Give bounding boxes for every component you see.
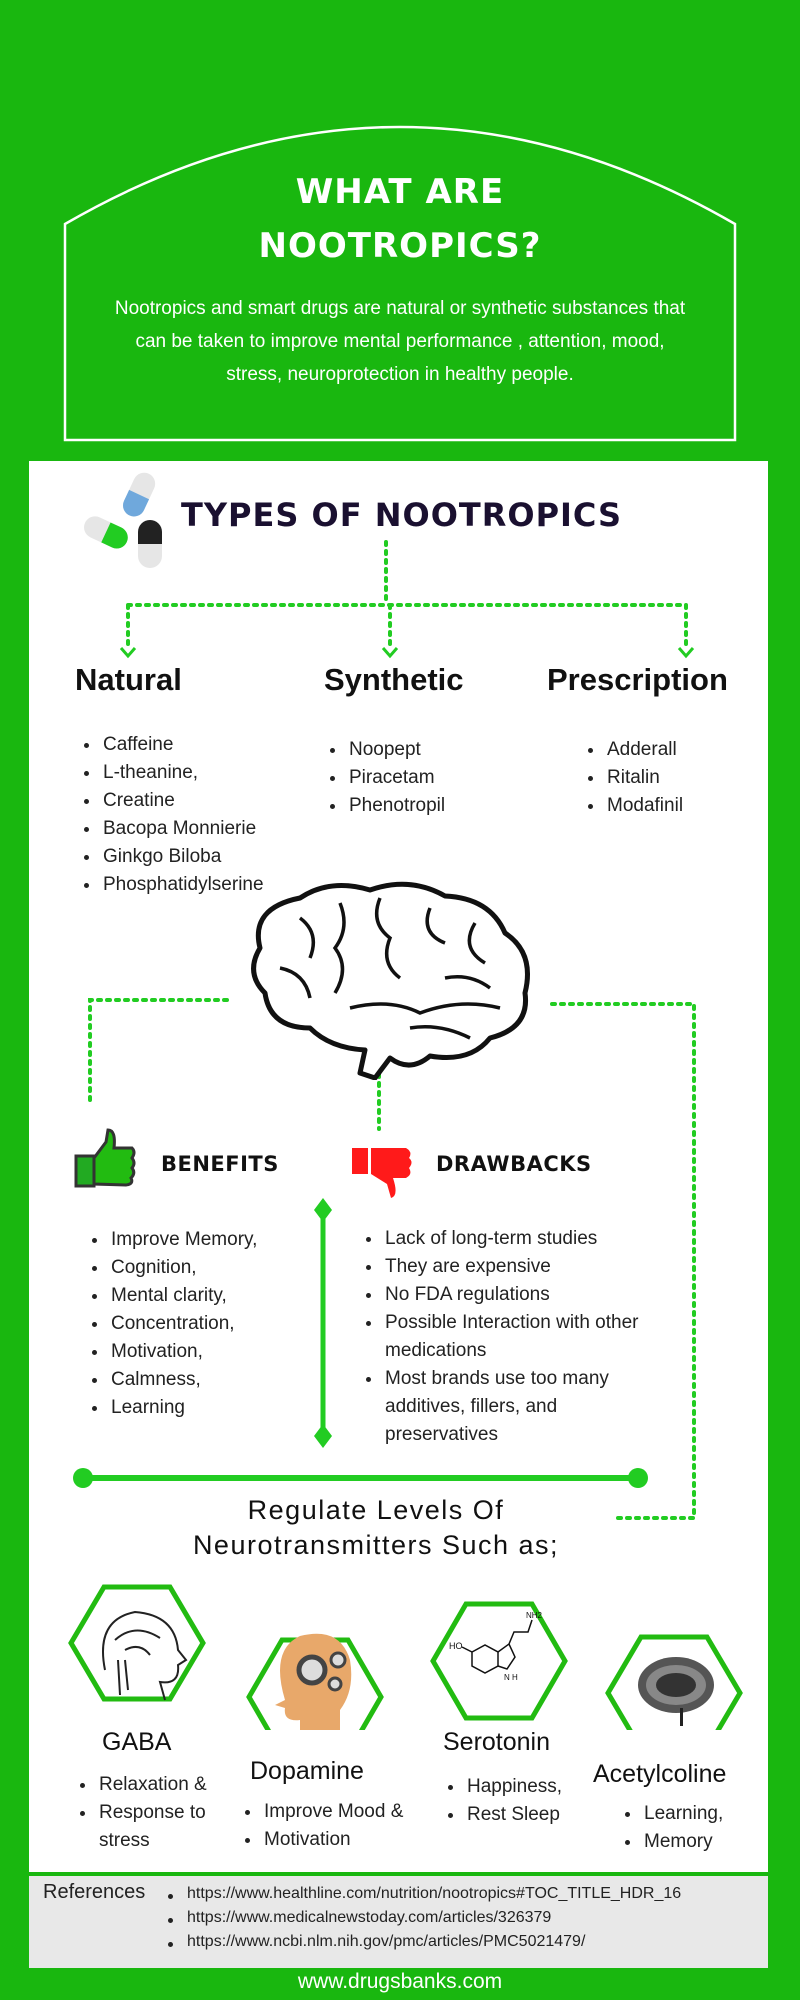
regulate-line1: Regulate Levels Of xyxy=(247,1495,505,1525)
drawbacks-list: Lack of long-term studies They are expen… xyxy=(362,1225,652,1449)
intro-text: Nootropics and smart drugs are natural o… xyxy=(114,298,686,385)
references-list: https://www.healthline.com/nutrition/noo… xyxy=(164,1882,681,1954)
list-item: Phenotropil xyxy=(326,792,445,820)
references-label: References xyxy=(43,1881,146,1903)
page-title-line2: NOOTROPICS? xyxy=(258,226,542,266)
dopamine-list: Improve Mood & Motivation xyxy=(241,1798,403,1854)
regulate-line2: Neurotransmitters Such as; xyxy=(192,1530,560,1560)
types-title: TYPES OF NOOTROPICS xyxy=(181,496,623,534)
dotted-connectors xyxy=(73,540,696,1520)
list-item: Possible Interaction with other medicati… xyxy=(362,1309,652,1365)
gears-head-icon xyxy=(275,1633,352,1730)
mosaic-brain-icon xyxy=(638,1657,714,1726)
reference-link[interactable]: https://www.medicalnewstoday.com/article… xyxy=(164,1906,681,1930)
list-item: Improve Mood & xyxy=(241,1798,403,1826)
pills-icon xyxy=(84,472,162,568)
list-item: L-theanine, xyxy=(80,759,264,787)
natural-list: Caffeine L-theanine, Creatine Bacopa Mon… xyxy=(80,731,264,899)
natural-heading: Natural xyxy=(75,662,182,697)
list-item: Most brands use too many additives, fill… xyxy=(362,1365,652,1449)
brain-icon xyxy=(251,881,530,1080)
ho-label: HO xyxy=(449,1641,463,1651)
serotonin-list: Happiness, Rest Sleep xyxy=(444,1773,562,1829)
list-item: Piracetam xyxy=(326,764,445,792)
benefits-list: Improve Memory, Cognition, Mental clarit… xyxy=(88,1226,257,1422)
head-anatomy-icon xyxy=(102,1610,188,1701)
list-item: Memory xyxy=(621,1828,723,1856)
list-item: Phosphatidylserine xyxy=(80,871,264,899)
list-item: Motivation, xyxy=(88,1338,257,1366)
nh2-label: NH2 xyxy=(526,1611,543,1620)
dopamine-label: Dopamine xyxy=(250,1757,364,1785)
list-item: Caffeine xyxy=(80,731,264,759)
list-item: Mental clarity, xyxy=(88,1282,257,1310)
list-item: Calmness, xyxy=(88,1366,257,1394)
prescription-heading: Prescription xyxy=(547,662,728,697)
prescription-list: Adderall Ritalin Modafinil xyxy=(584,736,683,820)
acetylcoline-label: Acetylcoline xyxy=(593,1760,727,1788)
list-item: Ritalin xyxy=(584,764,683,792)
list-item: They are expensive xyxy=(362,1253,652,1281)
list-item: Cognition, xyxy=(88,1254,257,1282)
list-item: Creatine xyxy=(80,787,264,815)
synthetic-heading: Synthetic xyxy=(324,662,464,697)
acetylcoline-list: Learning, Memory xyxy=(621,1800,723,1856)
synthetic-list: Noopept Piracetam Phenotropil xyxy=(326,736,445,820)
page-title-line1: WHAT ARE xyxy=(295,172,505,212)
references-panel xyxy=(29,1876,768,1968)
neurotransmitter-hexagons: HO NH2 N H xyxy=(68,1584,743,1730)
list-item: Motivation xyxy=(241,1826,403,1854)
list-item: Relaxation & xyxy=(76,1771,226,1799)
list-item: Noopept xyxy=(326,736,445,764)
nh-label: N H xyxy=(504,1673,518,1682)
list-item: Adderall xyxy=(584,736,683,764)
thumbs-up-icon xyxy=(74,1128,136,1188)
list-item: No FDA regulations xyxy=(362,1281,652,1309)
list-item: Modafinil xyxy=(584,792,683,820)
list-item: Happiness, xyxy=(444,1773,562,1801)
serotonin-label: Serotonin xyxy=(443,1728,551,1756)
list-item: Learning xyxy=(88,1394,257,1422)
list-item: Lack of long-term studies xyxy=(362,1225,652,1253)
drawbacks-heading: DRAWBACKS xyxy=(436,1152,592,1176)
thumbs-down-icon xyxy=(352,1148,412,1198)
footer-site-link[interactable]: www.drugsbanks.com xyxy=(297,1970,503,1993)
list-item: Rest Sleep xyxy=(444,1801,562,1829)
benefits-heading: BENEFITS xyxy=(161,1152,279,1176)
serotonin-molecule-icon: HO NH2 N H xyxy=(449,1611,543,1682)
gaba-label: GABA xyxy=(102,1728,172,1756)
list-item: Response to stress xyxy=(76,1799,226,1855)
gaba-list: Relaxation & Response to stress xyxy=(76,1771,226,1855)
list-item: Concentration, xyxy=(88,1310,257,1338)
reference-link[interactable]: https://www.healthline.com/nutrition/noo… xyxy=(164,1882,681,1906)
list-item: Bacopa Monnierie xyxy=(80,815,264,843)
list-item: Improve Memory, xyxy=(88,1226,257,1254)
list-item: Ginkgo Biloba xyxy=(80,843,264,871)
list-item: Learning, xyxy=(621,1800,723,1828)
reference-link[interactable]: https://www.ncbi.nlm.nih.gov/pmc/article… xyxy=(164,1930,681,1954)
header-arch-frame xyxy=(63,125,737,442)
